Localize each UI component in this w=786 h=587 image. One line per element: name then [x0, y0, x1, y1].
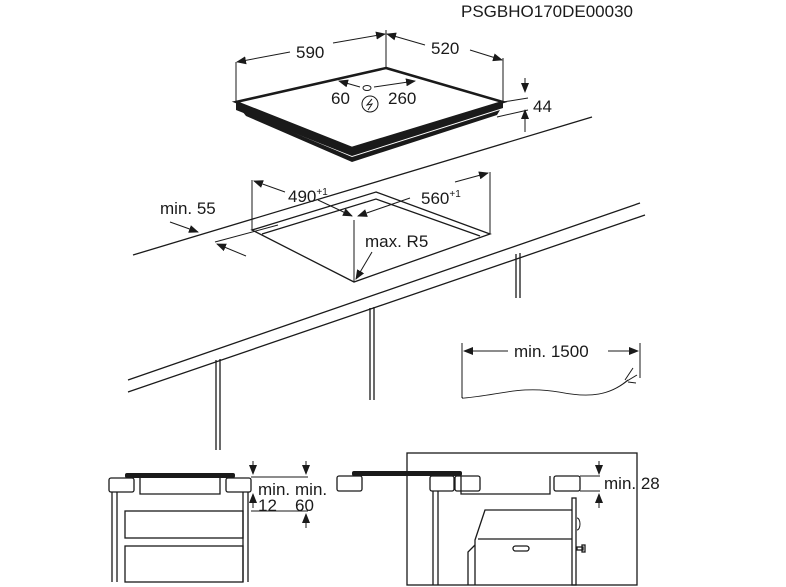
cutout-depth-label: 560+1 [421, 189, 461, 208]
radius-label: max. R5 [365, 232, 428, 251]
hob-height-label: 44 [533, 97, 552, 116]
hob-left-offset-label: 60 [331, 89, 350, 108]
document-code: PSGBHO170DE00030 [461, 2, 633, 21]
section-drawer [108, 461, 310, 583]
drawer-gap-label: min. [258, 480, 290, 499]
worktop-drawing [127, 116, 646, 450]
hob-width-label: 590 [296, 43, 324, 62]
drawer-depth-value: 60 [295, 496, 314, 515]
cable-length-label: min. 1500 [514, 342, 589, 361]
section-oven [336, 452, 638, 586]
cable-drawing [461, 343, 641, 399]
front-min-label: min. 55 [160, 199, 216, 218]
hob-right-offset-label: 260 [388, 89, 416, 108]
drawer-gap-value: 12 [258, 496, 277, 515]
hob-drawing [231, 30, 529, 162]
drawer-depth-label: min. [295, 480, 327, 499]
cutout-width-label: 490+1 [288, 187, 328, 206]
oven-gap-label: min. 28 [604, 474, 660, 493]
hob-depth-label: 520 [431, 39, 459, 58]
electric-connection-icon [361, 95, 379, 113]
